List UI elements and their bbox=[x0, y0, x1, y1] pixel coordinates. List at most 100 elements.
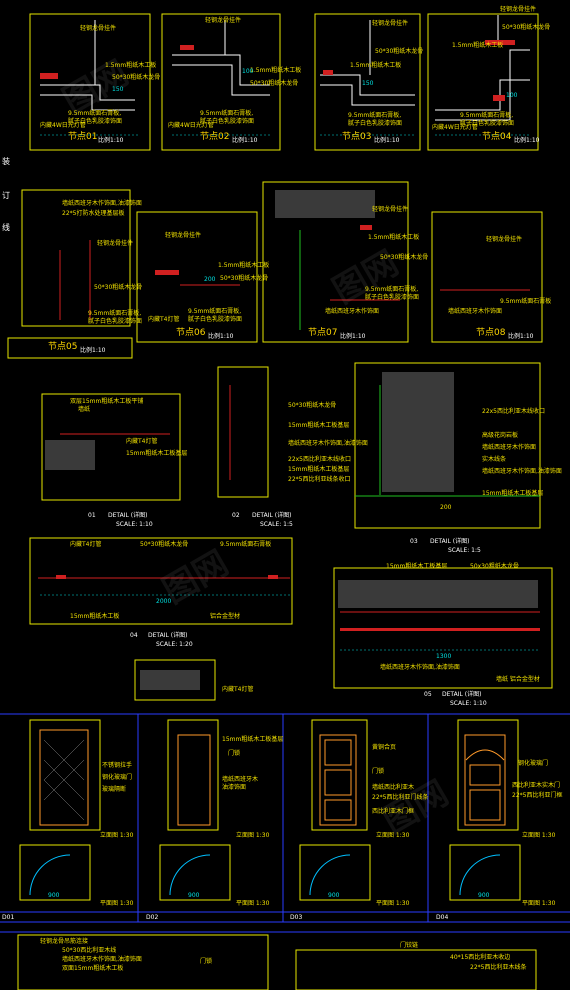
detail-note: 22*5西比利亚线条收口 bbox=[288, 476, 351, 483]
node-scale: 比例1:10 bbox=[514, 137, 540, 144]
node-label: 节点01 bbox=[68, 132, 98, 142]
bottom-note: 50*30西比利亚木线 bbox=[62, 947, 117, 954]
node-scale: 比例1:10 bbox=[98, 137, 124, 144]
door-code: D01 bbox=[2, 914, 15, 921]
detail-note: 15mm粗纸木工板基层 bbox=[482, 490, 544, 497]
node-note: 50*30粗纸木龙骨 bbox=[380, 254, 429, 261]
dimension-label: 150 bbox=[112, 86, 124, 93]
door-note: 22*5西比利亚门线条 bbox=[372, 794, 429, 801]
detail-note: 15mm粗纸木工板基层 bbox=[288, 422, 350, 429]
dimension-label: 200 bbox=[440, 504, 452, 511]
node-label: 节点02 bbox=[200, 132, 230, 142]
door-code: D04 bbox=[436, 914, 449, 921]
dimension-label: 900 bbox=[188, 892, 200, 899]
binding-mark: 线 bbox=[2, 223, 10, 232]
node-note: 轻钢龙骨挂件 bbox=[97, 240, 134, 247]
node-note: 50*30粗纸木龙骨 bbox=[250, 80, 299, 87]
detail-number: 02 bbox=[232, 512, 240, 519]
dimension-label: 100 bbox=[506, 92, 518, 99]
dimension-label: 900 bbox=[478, 892, 490, 899]
detail-note: 墙纸西班牙木作饰面,油漆饰面 bbox=[482, 468, 562, 475]
detail-number: 04 bbox=[130, 632, 138, 639]
detail-note: 墙纸西班牙木作饰面,油漆饰面 bbox=[288, 440, 368, 447]
detail-note: 22x5西比利亚木线收口 bbox=[482, 408, 546, 415]
detail-note: 高级花岗岩板 bbox=[482, 432, 519, 439]
node-note: 50*30粗纸木龙骨 bbox=[220, 275, 269, 282]
node-note: 腻子白色乳胶漆饰面 bbox=[348, 120, 403, 127]
dimension-label: 200 bbox=[204, 276, 216, 283]
detail-title: DETAIL (详图) bbox=[442, 691, 482, 698]
door-note: 钢化玻璃门 bbox=[102, 774, 133, 781]
detail-note: 15mm粗纸木工板基层 bbox=[288, 466, 350, 473]
node-scale: 比例1:10 bbox=[208, 333, 234, 340]
detail-note: 内藏T4灯管 bbox=[126, 438, 158, 445]
node-note: 22*5打防水处理基层板 bbox=[62, 210, 125, 217]
node-note: 50*30粗纸木龙骨 bbox=[375, 48, 424, 55]
node-note: 1.5mm粗纸木工板 bbox=[452, 42, 504, 49]
detail-note: 15mm粗纸木工板基层 bbox=[126, 450, 188, 457]
door-code: D02 bbox=[146, 914, 159, 921]
elevation-label: 立面图 1:30 bbox=[522, 832, 556, 839]
detail-title: DETAIL (详图) bbox=[430, 538, 470, 545]
node-note: 9.5mm纸面石膏板, bbox=[188, 308, 242, 315]
node-note: 9.5mm纸面石膏板 bbox=[500, 298, 552, 305]
door-note: 钢化玻璃门 bbox=[518, 760, 549, 767]
detail-note: 墙纸西班牙木作饰面,油漆饰面 bbox=[380, 664, 460, 671]
node-note: 9.5mm纸面石膏板, bbox=[88, 310, 142, 317]
node-note: 腻子白色乳胶漆饰面 bbox=[88, 318, 143, 325]
node-note: 腻子白色乳胶漆饰面 bbox=[188, 316, 243, 323]
node-note: 腻子白色乳胶漆饰面 bbox=[200, 118, 255, 125]
node-note: 1.5mm粗纸木工板 bbox=[250, 67, 302, 74]
node-scale: 比例1:10 bbox=[374, 137, 400, 144]
bottom-note: 门锁 bbox=[200, 958, 213, 965]
detail-note: 15mm粗纸木工板基层 bbox=[386, 563, 448, 570]
node-note: 轻钢龙骨挂件 bbox=[486, 236, 523, 243]
bottom-note: 双面15mm粗纸木工板 bbox=[62, 965, 124, 972]
dimension-label: 900 bbox=[48, 892, 60, 899]
detail-note: 墙纸 bbox=[78, 406, 91, 413]
node-note: 9.5mm纸面石膏板, bbox=[68, 110, 122, 117]
node-scale: 比例1:10 bbox=[508, 333, 534, 340]
node-note: 内藏T4灯管 bbox=[148, 316, 180, 323]
door-note: 不锈钢拉手 bbox=[102, 762, 133, 769]
node-scale: 比例1:10 bbox=[232, 137, 258, 144]
bottom-note: 墙纸西班牙木作饰面,油漆饰面 bbox=[62, 956, 142, 963]
node-note: 墙纸西班牙木作饰面,油漆饰面 bbox=[62, 200, 142, 207]
node-note: 轻钢龙骨挂件 bbox=[205, 17, 242, 24]
dimension-label: 1300 bbox=[436, 653, 452, 660]
detail-scale: SCALE: 1:10 bbox=[450, 700, 487, 707]
detail-note: 内藏T4灯管 bbox=[222, 686, 254, 693]
detail-note: 50x30粗纸木龙骨 bbox=[470, 563, 519, 570]
node-note: 腻子白色乳胶漆饰面 bbox=[365, 294, 420, 301]
node-note: 9.5mm纸面石膏板, bbox=[365, 286, 419, 293]
bottom-note: 轻钢龙骨吊筋连接 bbox=[40, 938, 89, 945]
node-scale: 比例1:10 bbox=[340, 333, 366, 340]
door-note: 15mm粗纸木工板基层 bbox=[222, 736, 284, 743]
binding-mark: 订 bbox=[2, 191, 10, 200]
node-note: 内藏4W日光灯管 bbox=[168, 122, 214, 129]
detail-note: 9.5mm纸面石膏板 bbox=[220, 541, 272, 548]
node-note: 墙纸西班牙木作饰面 bbox=[448, 308, 503, 315]
detail-note: 实木线条 bbox=[482, 456, 507, 463]
door-note: 门锁 bbox=[228, 750, 241, 757]
dimension-label: 100 bbox=[242, 68, 254, 75]
plan-label: 平面图 1:30 bbox=[376, 900, 410, 907]
node-note: 内藏4W日光灯管 bbox=[432, 124, 478, 131]
node-note: 轻钢龙骨挂件 bbox=[80, 25, 117, 32]
detail-note: 22x5西比利亚木线收口 bbox=[288, 456, 352, 463]
node-label: 节点06 bbox=[176, 328, 206, 338]
detail-title: DETAIL (详图) bbox=[148, 632, 188, 639]
node-note: 1.5mm粗纸木工板 bbox=[105, 62, 157, 69]
node-note: 腻子白色乳胶漆饰面 bbox=[460, 120, 515, 127]
detail-note: 墙纸 铝合金型材 bbox=[496, 676, 540, 683]
door-code: D03 bbox=[290, 914, 303, 921]
node-note: 50*30粗纸木龙骨 bbox=[502, 24, 551, 31]
node-note: 轻钢龙骨挂件 bbox=[372, 206, 409, 213]
detail-number: 05 bbox=[424, 691, 432, 698]
door-note: 黄铜合页 bbox=[372, 744, 397, 751]
detail-scale: SCALE: 1:5 bbox=[260, 521, 293, 528]
detail-note: 50*30粗纸木龙骨 bbox=[288, 402, 337, 409]
door-note: 墙纸西比利亚木 bbox=[372, 784, 415, 791]
